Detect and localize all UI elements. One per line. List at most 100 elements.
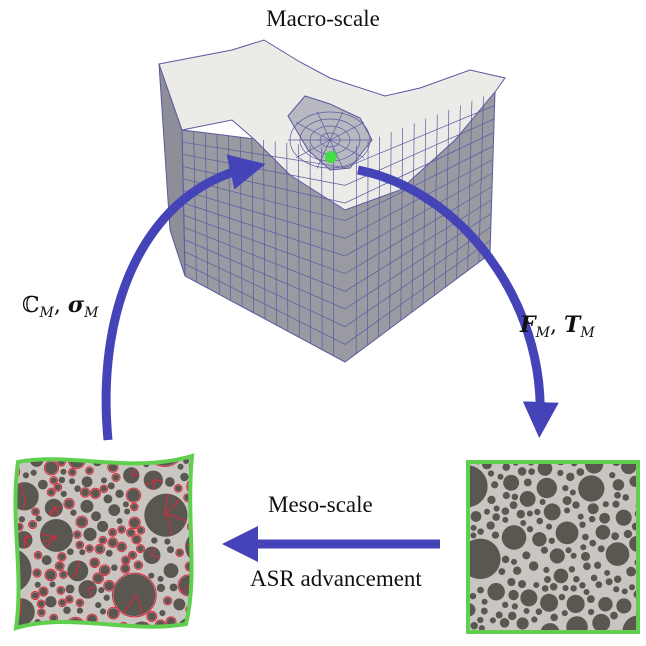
aggregate-particle	[70, 443, 78, 451]
aggregate-particle	[588, 503, 599, 514]
aggregate-particle	[104, 595, 110, 601]
temperature-subscript: M	[580, 325, 594, 341]
aggregate-particle	[100, 566, 109, 575]
aggregate-particle	[569, 566, 575, 572]
aggregate-particle	[609, 472, 615, 478]
aggregate-particle	[536, 518, 543, 525]
aggregate-particle	[508, 612, 516, 620]
aggregate-particle	[6, 533, 12, 539]
comma: ,	[54, 293, 61, 318]
aggregate-particle	[517, 510, 525, 518]
crack-ring	[51, 442, 60, 451]
aggregate-particle	[508, 590, 518, 600]
aggregate-particle	[66, 584, 75, 593]
aggregate-particle	[536, 608, 543, 615]
aggregate-particle	[576, 468, 584, 476]
aggregate-particle	[118, 543, 126, 551]
crack-line	[202, 594, 206, 602]
material-point	[325, 151, 337, 163]
crack-line	[54, 507, 63, 508]
aggregate-particle	[59, 600, 65, 606]
aggregate-particle	[557, 470, 563, 476]
crack-ring	[18, 446, 28, 456]
aggregate-particle	[477, 617, 483, 623]
aggregate-particle	[524, 608, 530, 614]
aggregate-particle	[115, 490, 123, 498]
aggregate-particle	[77, 517, 87, 527]
aggregate-particle	[603, 501, 609, 507]
aggregate-particle	[164, 597, 171, 604]
aggregate-particle	[159, 610, 165, 616]
aggregate-particle	[606, 578, 613, 585]
aggregate-particle	[69, 469, 75, 475]
aggregate-particle	[84, 444, 91, 451]
aggregate-particle	[46, 624, 55, 633]
aggregate-particle	[588, 609, 594, 615]
aggregate-particle	[29, 521, 35, 527]
aggregate-particle	[517, 617, 529, 629]
aggregate-particle	[502, 507, 510, 515]
aggregate-particle	[122, 565, 130, 573]
aggregate-particle	[542, 585, 549, 592]
aggregate-particle	[589, 516, 596, 523]
aggregate-particle	[629, 584, 635, 590]
aggregate-particle	[79, 549, 85, 555]
aggregate-particle	[130, 518, 140, 528]
aggregate-particle	[50, 581, 56, 587]
crack-line	[192, 603, 201, 604]
asr-advancement-label: ASR advancement	[250, 566, 422, 592]
aggregate-particle	[119, 526, 125, 532]
aggregate-particle	[498, 568, 505, 575]
aggregate-particle	[520, 491, 536, 507]
aggregate-particle	[614, 576, 621, 583]
aggregate-particle	[554, 569, 569, 584]
aggregate-particle	[486, 521, 494, 529]
meso-sample	[445, 454, 646, 641]
aggregate-particle	[471, 525, 477, 531]
aggregate-particle	[562, 610, 568, 616]
aggregate-particle	[66, 596, 72, 602]
aggregate-particle	[131, 504, 137, 510]
aggregate-particle	[86, 468, 92, 474]
aggregate-particle	[592, 614, 610, 632]
aggregate-particle	[138, 527, 144, 533]
aggregate-particle	[46, 570, 56, 580]
aggregate-particle	[613, 586, 619, 592]
aggregate-particle	[570, 490, 576, 496]
aggregate-particle	[513, 567, 521, 575]
aggregate-particle	[559, 594, 565, 600]
aggregate-particle	[18, 630, 24, 636]
aggregate-particle	[192, 593, 211, 612]
aggregate-particle	[108, 482, 115, 489]
aggregate-particle	[599, 513, 610, 524]
aggregate-particle	[77, 600, 83, 606]
aggregate-particle	[594, 562, 601, 569]
aggregate-particle	[38, 610, 44, 616]
aggregate-particle	[101, 486, 107, 492]
aggregate-particle	[34, 570, 41, 577]
aggregate-particle	[616, 510, 632, 526]
aggregate-particle	[40, 588, 48, 596]
aggregate-particle	[477, 587, 484, 594]
aggregate-particle	[151, 537, 157, 543]
aggregate-particle	[491, 481, 498, 488]
aggregate-particle	[482, 599, 488, 605]
aggregate-particle	[550, 614, 557, 621]
aggregate-particle	[2, 450, 14, 462]
aggregate-particle	[38, 601, 44, 607]
aggregate-particle	[135, 562, 142, 569]
crack-line	[165, 447, 181, 457]
crack-line	[131, 475, 139, 476]
aggregate-particle	[127, 529, 134, 536]
aggregate-particle	[598, 545, 605, 552]
aggregate-particle	[36, 515, 42, 521]
aggregate-particle	[108, 504, 120, 516]
aggregate-particle	[113, 474, 119, 480]
aggregate-particle	[158, 576, 164, 582]
deformation-gradient-symbol: F	[520, 312, 536, 338]
aggregate-particle	[173, 598, 185, 610]
aggregate-particle	[164, 630, 171, 637]
aggregate-particle	[616, 598, 631, 613]
aggregate-particle	[65, 499, 74, 508]
